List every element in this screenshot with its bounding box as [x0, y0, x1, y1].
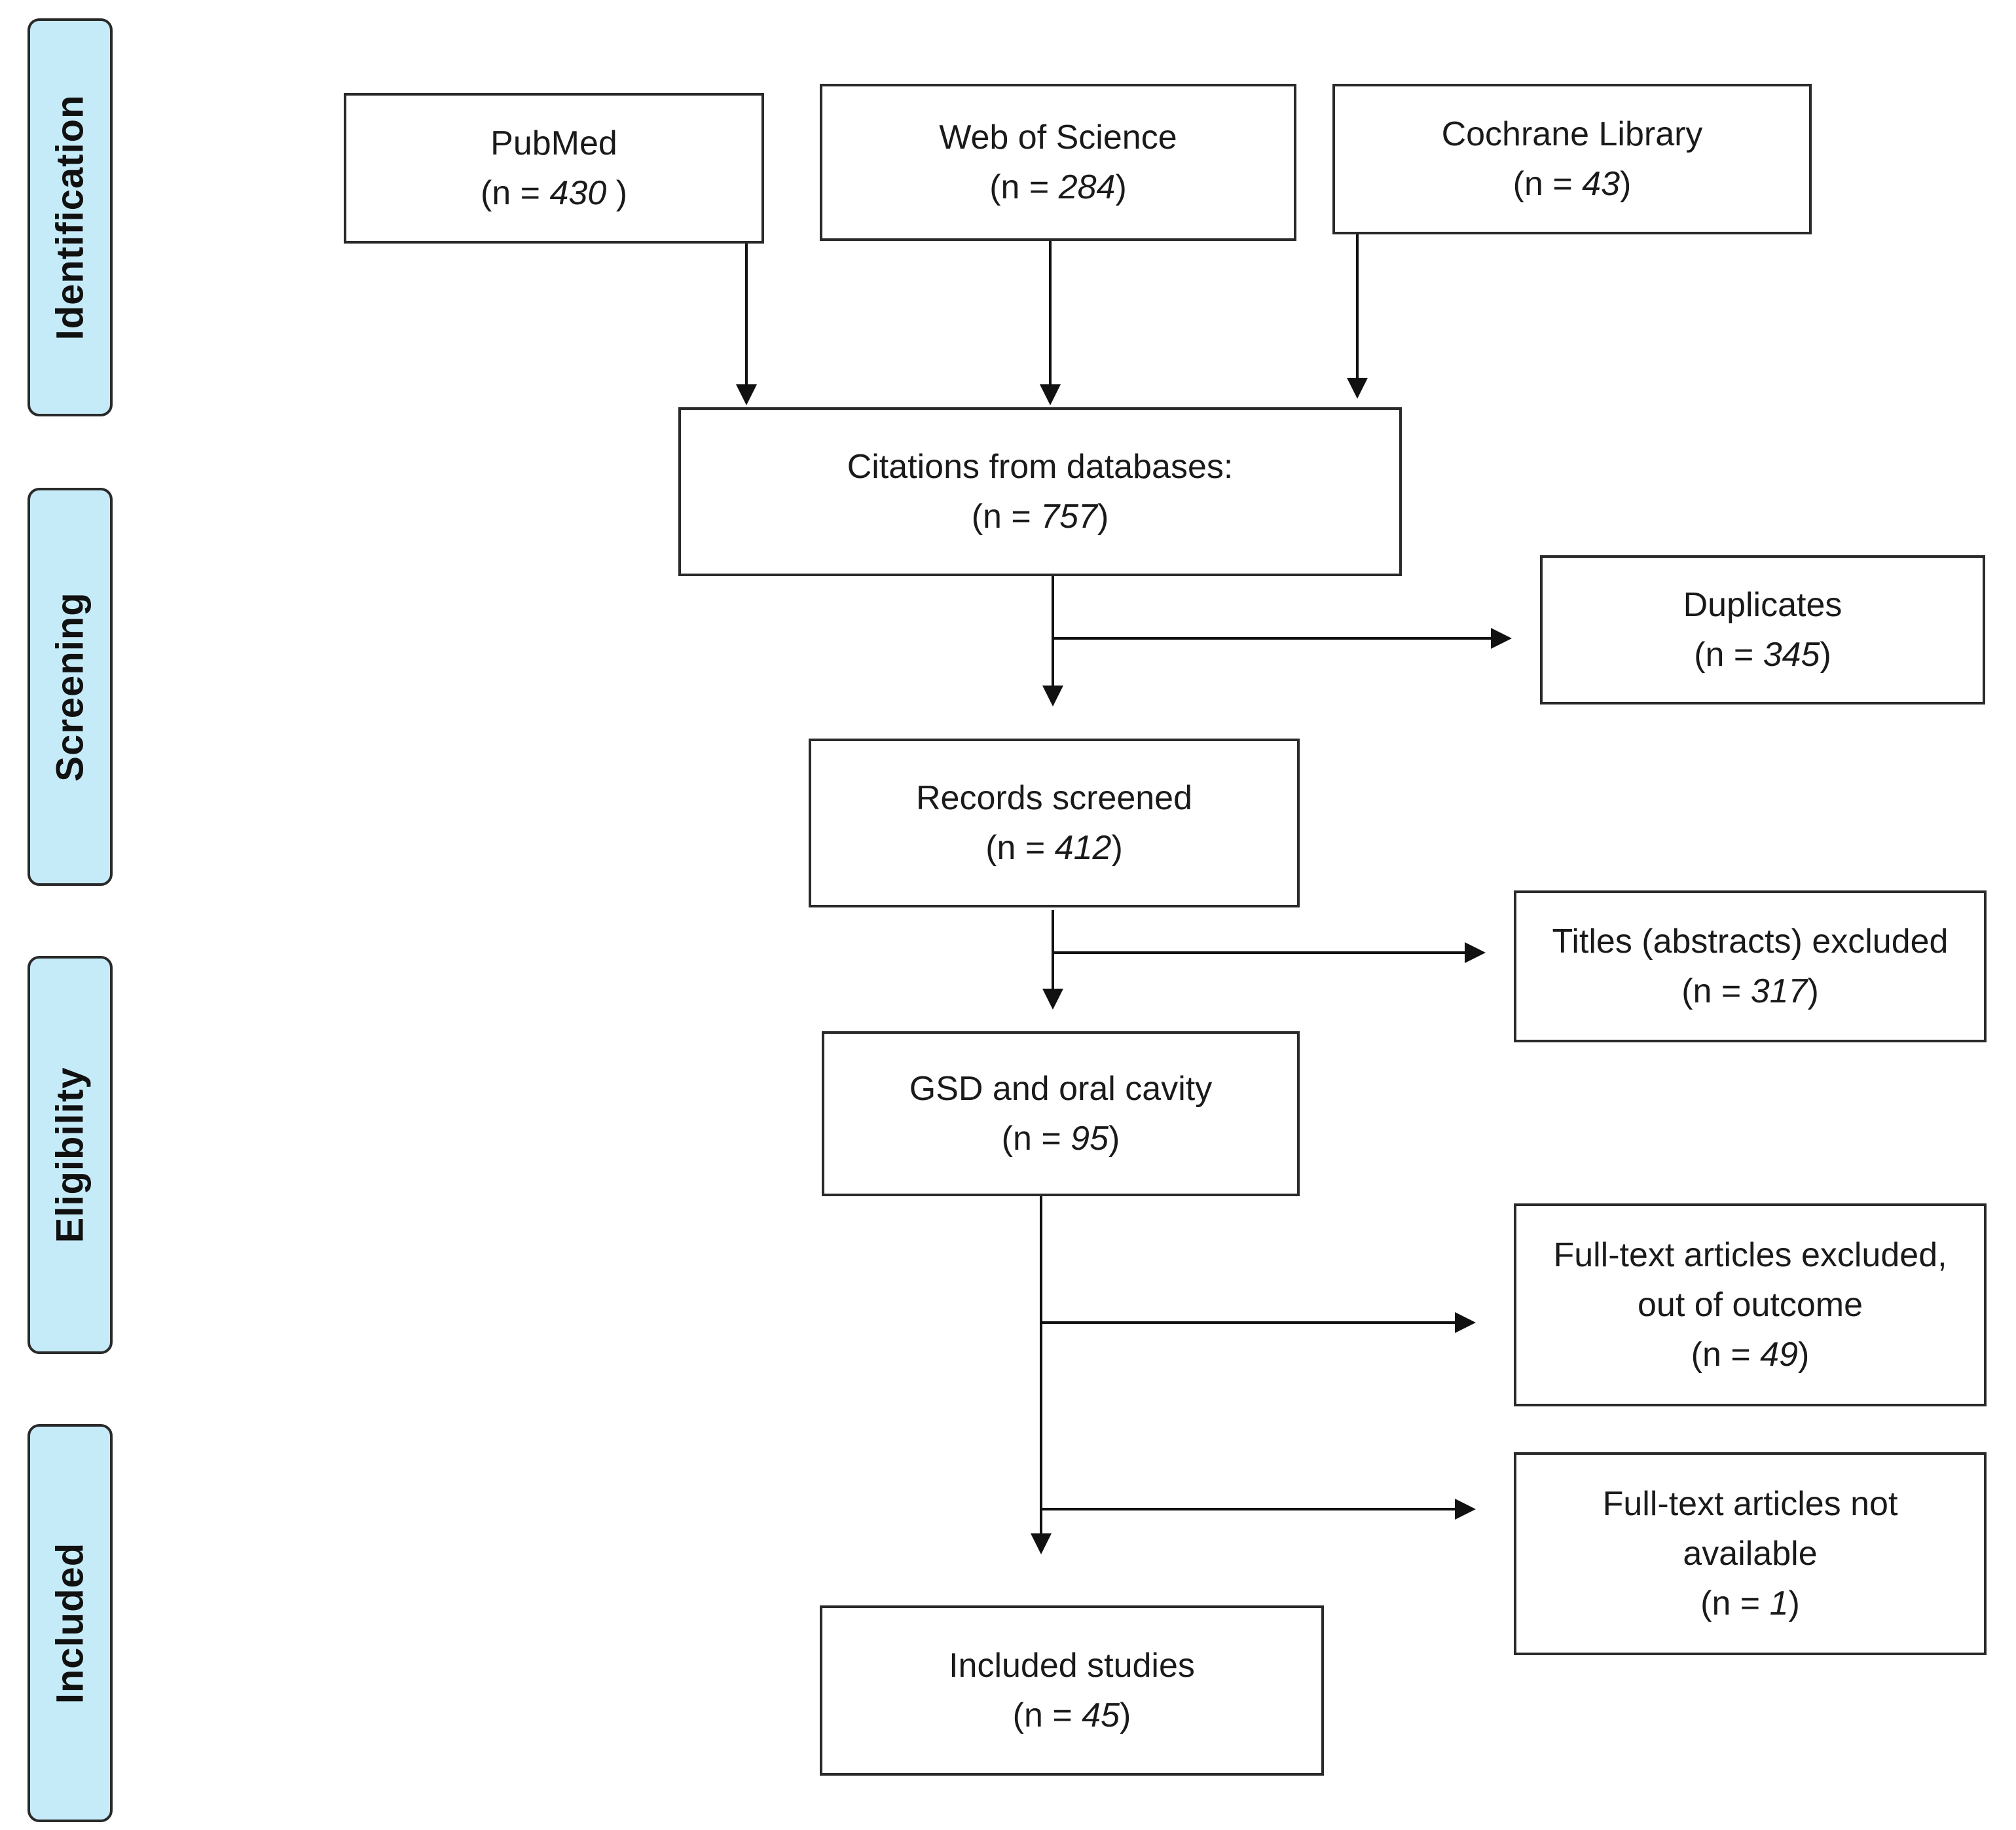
- box-title: Cochrane Library: [1441, 115, 1703, 153]
- box-title-line1: Full-text articles not: [1602, 1485, 1898, 1523]
- stage-identification: Identification: [27, 18, 113, 416]
- box-pubmed: PubMed (n = 430 ): [344, 93, 764, 244]
- box-count: (n = 45): [1012, 1696, 1131, 1734]
- stage-label: Included: [48, 1542, 92, 1704]
- box-count: (n = 43): [1512, 165, 1632, 203]
- box-count: (n = 345): [1694, 636, 1831, 674]
- box-title: Records screened: [916, 779, 1192, 817]
- box-title-line2: available: [1683, 1535, 1818, 1573]
- box-title: Web of Science: [939, 119, 1177, 156]
- box-title: PubMed: [490, 124, 617, 162]
- box-count: (n = 49): [1691, 1336, 1810, 1374]
- box-title-line1: Full-text articles excluded,: [1553, 1236, 1947, 1274]
- stage-included: Included: [27, 1424, 113, 1822]
- box-title: Included studies: [949, 1647, 1195, 1685]
- box-gsd-and-oral-cavity: GSD and oral cavity (n = 95): [822, 1031, 1300, 1196]
- box-count: (n = 317): [1681, 972, 1819, 1010]
- box-citations-from-databases: Citations from databases: (n = 757): [678, 407, 1402, 576]
- box-cochrane-library: Cochrane Library (n = 43): [1332, 84, 1812, 234]
- box-count: (n = 1): [1700, 1584, 1800, 1622]
- box-count: (n = 430 ): [480, 174, 628, 212]
- stage-screening: Screening: [27, 488, 113, 886]
- box-web-of-science: Web of Science (n = 284): [820, 84, 1296, 241]
- box-title: Citations from databases:: [847, 448, 1234, 486]
- box-count: (n = 412): [985, 829, 1123, 867]
- stage-label: Eligibility: [48, 1067, 92, 1243]
- box-count: (n = 95): [1001, 1120, 1120, 1158]
- stage-label: Screening: [48, 592, 92, 782]
- stage-eligibility: Eligibility: [27, 956, 113, 1354]
- box-records-screened: Records screened (n = 412): [809, 739, 1300, 907]
- box-count: (n = 284): [989, 168, 1127, 206]
- box-title: Duplicates: [1683, 586, 1842, 624]
- box-included-studies: Included studies (n = 45): [820, 1605, 1324, 1776]
- box-title: GSD and oral cavity: [909, 1070, 1213, 1108]
- box-count: (n = 757): [971, 498, 1109, 536]
- box-title-line2: out of outcome: [1638, 1286, 1863, 1324]
- box-fulltext-excluded: Full-text articles excluded, out of outc…: [1514, 1203, 1987, 1406]
- box-titles-abstracts-excluded: Titles (abstracts) excluded (n = 317): [1514, 890, 1987, 1042]
- box-fulltext-not-available: Full-text articles not available (n = 1): [1514, 1452, 1987, 1655]
- stage-label: Identification: [48, 94, 92, 340]
- box-duplicates: Duplicates (n = 345): [1540, 555, 1985, 705]
- box-title: Titles (abstracts) excluded: [1552, 923, 1949, 961]
